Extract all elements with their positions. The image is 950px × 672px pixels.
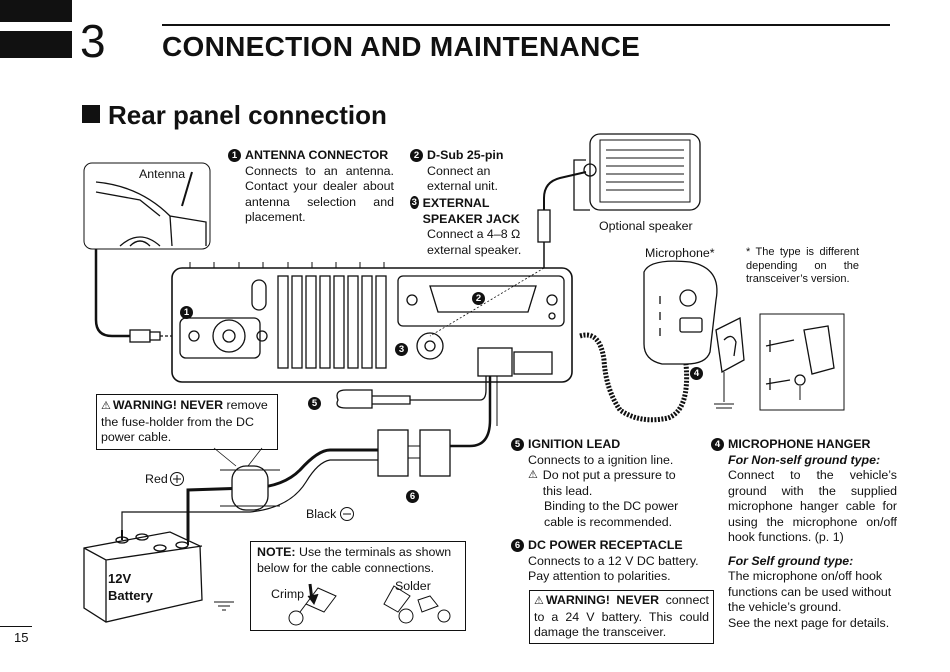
speaker-cable (543, 171, 587, 210)
chapter-tab (0, 0, 72, 62)
red-label: Red (145, 472, 168, 486)
marker-6: 6 (406, 487, 423, 505)
warning-icon: ⚠ (534, 595, 544, 607)
marker-2: 2 (472, 289, 489, 307)
transceiver-body (171, 262, 573, 383)
microphone (643, 260, 718, 365)
page-rule (0, 626, 32, 627)
antenna-cable (94, 249, 130, 338)
marker-4: 4 (690, 364, 707, 382)
terminal-illustrations (288, 583, 451, 626)
section-title: Rear panel connection (82, 100, 387, 131)
microphone-label: Microphone* (645, 246, 715, 260)
mic-cord (579, 332, 690, 423)
type-note: * The type is different depending on the… (746, 246, 859, 285)
black-label: Black (306, 507, 337, 521)
chapter-number: 3 (80, 15, 106, 67)
crimp-label: Crimp (271, 587, 305, 601)
warning-24v-box: ⚠WARNING! NEVER connect to a 24 V batter… (529, 590, 714, 644)
page-number: 15 (14, 630, 29, 645)
car-illustration (83, 162, 211, 250)
chapter-title: CONNECTION AND MAINTENANCE (162, 31, 641, 62)
battery (83, 530, 234, 623)
marker-3: 3 (395, 340, 412, 358)
marker-5: 5 (308, 394, 325, 412)
note-box: NOTE: Use the terminals as shown below f… (250, 541, 466, 631)
header-rule (162, 24, 890, 26)
optional-speaker (573, 133, 701, 211)
optional-speaker-label: Optional speaker (599, 219, 693, 233)
caution-icon: ⚠ (528, 469, 538, 481)
dc-cable-red (450, 376, 492, 448)
warning-fuse-box: ⚠WARNING! NEVER remove the fuse-holder f… (96, 394, 278, 450)
warning-icon: ⚠ (101, 400, 111, 412)
antenna-label: Antenna (138, 167, 187, 181)
marker-1: 1 (180, 303, 197, 321)
solder-label: Solder (395, 579, 431, 593)
mic-hanger (714, 313, 845, 411)
